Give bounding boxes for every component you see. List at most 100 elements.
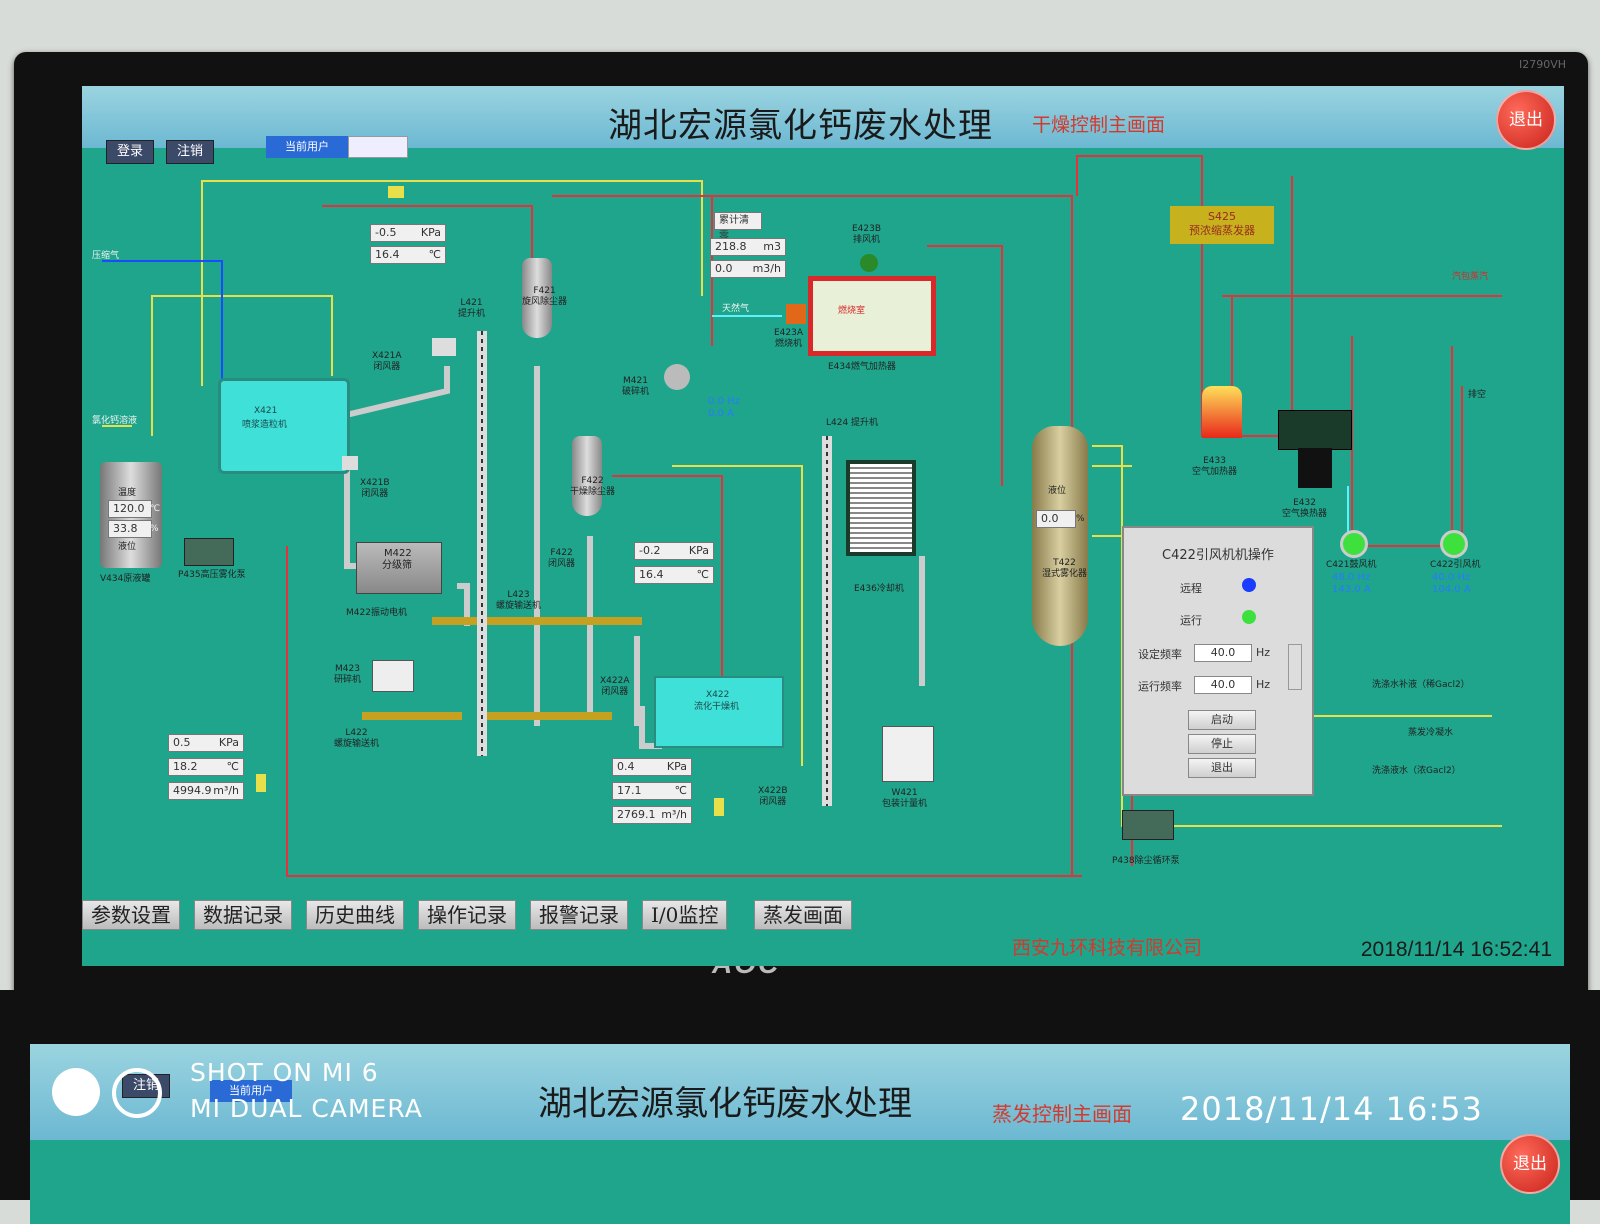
m421-a: 0.0 A bbox=[708, 408, 734, 419]
lower-monitor: 注销 当前用户 湖北宏源氯化钙废水处理 蒸发控制主画面 退出 bbox=[0, 990, 1600, 1224]
v434-temp: 120.0 bbox=[113, 502, 145, 515]
logout-button[interactable]: 注销 bbox=[166, 140, 215, 164]
nav-operation-log[interactable]: 操作记录 bbox=[418, 900, 516, 930]
f422-cyclone[interactable] bbox=[572, 436, 602, 516]
gas-flow-unit: m3/h bbox=[752, 262, 781, 275]
m421-crusher[interactable] bbox=[664, 364, 690, 390]
monitor-model-tag: I2790VH bbox=[1518, 58, 1566, 71]
c421-fan[interactable] bbox=[1340, 530, 1368, 558]
set-freq-input[interactable]: 40.0 bbox=[1194, 644, 1252, 662]
compressed-air-label: 压缩气 bbox=[92, 251, 120, 261]
bot-flow: 2769.1 bbox=[617, 808, 656, 821]
left-temp: 18.2 bbox=[173, 760, 198, 773]
v434-level: 33.8 bbox=[113, 522, 138, 535]
e433-heater[interactable] bbox=[1202, 386, 1242, 438]
e436-label: E436冷却机 bbox=[854, 584, 904, 594]
w421-packager[interactable] bbox=[882, 726, 934, 782]
gas-total-unit: m3 bbox=[763, 240, 781, 253]
bot-pressure-unit: KPa bbox=[666, 760, 687, 773]
lower-subtitle: 蒸发控制主画面 bbox=[992, 1102, 1132, 1126]
start-button[interactable]: 启动 bbox=[1188, 710, 1256, 730]
x421-name: X421 bbox=[254, 406, 278, 416]
e432-label: E432 空气换热器 bbox=[1282, 498, 1328, 519]
bot-damper[interactable] bbox=[714, 798, 724, 816]
nav-alarm-log[interactable]: 报警记录 bbox=[530, 900, 628, 930]
panel-scrollbar[interactable] bbox=[1288, 644, 1302, 690]
e423a-burner[interactable] bbox=[786, 304, 806, 324]
e432-exchanger[interactable] bbox=[1278, 410, 1352, 450]
c422-fan[interactable] bbox=[1440, 530, 1468, 558]
heater-inner-label: 燃烧室 bbox=[838, 306, 866, 316]
exit-button[interactable]: 退出 bbox=[1496, 90, 1556, 150]
c421-a-value: 143.0 bbox=[1332, 584, 1361, 595]
page-title: 湖北宏源氯化钙废水处理 bbox=[608, 106, 993, 146]
natural-gas-label: 天然气 bbox=[722, 304, 750, 314]
f421-label: F421 旋风除尘器 bbox=[522, 286, 568, 307]
steam-label: 汽包蒸汽 bbox=[1452, 272, 1489, 282]
t422-scrubber[interactable] bbox=[1032, 426, 1088, 646]
top-temp: 16.4 bbox=[375, 248, 400, 261]
l421-label: L421 提升机 bbox=[458, 298, 486, 319]
page-subtitle: 干燥控制主画面 bbox=[1032, 114, 1166, 136]
c422-name: C422引风机 bbox=[1430, 560, 1481, 570]
nav-params[interactable]: 参数设置 bbox=[82, 900, 180, 930]
x422-desc: 流化干燥机 bbox=[694, 702, 740, 712]
v434-name: V434原液罐 bbox=[100, 574, 151, 584]
v434-level-unit: % bbox=[150, 524, 159, 534]
run-freq-input: 40.0 bbox=[1194, 676, 1252, 694]
s425-evaporator[interactable]: S425 预浓缩蒸发器 bbox=[1170, 206, 1274, 244]
p435-pump[interactable] bbox=[184, 538, 234, 566]
lower-exit-button[interactable]: 退出 bbox=[1500, 1134, 1560, 1194]
left-damper[interactable] bbox=[256, 774, 266, 792]
panel-exit-button[interactable]: 退出 bbox=[1188, 758, 1256, 778]
m422-classifier[interactable] bbox=[356, 542, 442, 594]
e432-base bbox=[1298, 448, 1332, 488]
c422-a-unit: A bbox=[1463, 584, 1471, 595]
c421-a: 143.0 A bbox=[1332, 584, 1371, 595]
c422-control-panel: C422引风机机操作 远程 运行 设定频率 40.0 Hz 运行频率 40.0 … bbox=[1122, 526, 1314, 796]
mid-temp-unit: ℃ bbox=[696, 568, 709, 581]
nav-evaporation[interactable]: 蒸发画面 bbox=[754, 900, 852, 930]
stop-button[interactable]: 停止 bbox=[1188, 734, 1256, 754]
x421b-valve[interactable] bbox=[342, 456, 358, 470]
p438-pump[interactable] bbox=[1122, 810, 1174, 840]
c422-a-value: 104.0 bbox=[1432, 584, 1461, 595]
nav-data-log[interactable]: 数据记录 bbox=[194, 900, 292, 930]
x422-dryer[interactable] bbox=[654, 676, 784, 748]
e436-cooler[interactable] bbox=[846, 460, 916, 556]
mid-pressure: -0.2 bbox=[639, 544, 661, 557]
m421-hz-unit: Hz bbox=[727, 396, 740, 407]
f421-cyclone[interactable] bbox=[522, 258, 552, 338]
c421-hz-unit: Hz bbox=[1357, 572, 1371, 583]
x421-desc: 喷浆造粒机 bbox=[242, 420, 288, 430]
nav-history[interactable]: 历史曲线 bbox=[306, 900, 404, 930]
mid-temp-readout: 16.4 ℃ bbox=[634, 566, 714, 584]
nav-io-monitor[interactable]: I/0监控 bbox=[642, 900, 728, 930]
lower-screen: 注销 当前用户 湖北宏源氯化钙废水处理 蒸发控制主画面 退出 bbox=[30, 1044, 1570, 1224]
pipe-network bbox=[102, 155, 1502, 877]
top-pressure-unit: KPa bbox=[420, 226, 441, 239]
login-button[interactable]: 登录 bbox=[106, 140, 155, 164]
c422-a: 104.0 A bbox=[1432, 584, 1471, 595]
m421-a-unit: A bbox=[727, 408, 734, 419]
watermark-line1: SHOT ON MI 6 bbox=[190, 1058, 379, 1087]
v434-temp-unit: ℃ bbox=[150, 504, 161, 514]
wash-out-label: 洗涤液水（浓Gacl2） bbox=[1372, 766, 1461, 776]
e434-heater[interactable] bbox=[808, 276, 936, 356]
acc-reset-button[interactable]: 累计清零 bbox=[714, 212, 762, 242]
t422-level: 0.0 bbox=[1041, 512, 1059, 525]
m423-grinder[interactable] bbox=[372, 660, 414, 692]
x421-granulator[interactable] bbox=[218, 378, 350, 474]
c421-hz-value: 48.0 bbox=[1332, 572, 1355, 583]
x421a-valve[interactable] bbox=[432, 338, 456, 356]
e434-label: E434燃气加热器 bbox=[828, 362, 896, 372]
mid-temp: 16.4 bbox=[639, 568, 664, 581]
top-damper[interactable] bbox=[388, 186, 404, 198]
e423b-fan[interactable] bbox=[860, 254, 878, 272]
x422-name: X422 bbox=[706, 690, 730, 700]
top-temp-readout: 16.4℃ bbox=[370, 246, 446, 264]
panel-title: C422引风机机操作 bbox=[1162, 548, 1274, 563]
